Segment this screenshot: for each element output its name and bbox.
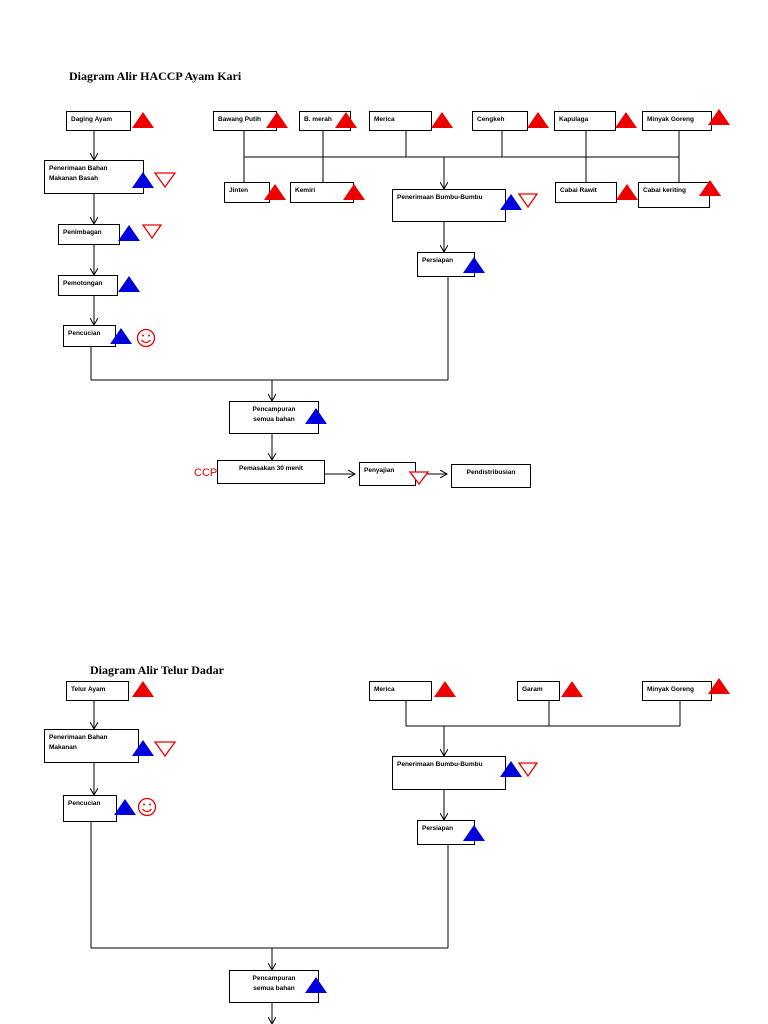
red-triangle-icon [266, 112, 288, 128]
node-cengkeh: Cengkeh [472, 111, 528, 131]
red-triangle-icon [561, 681, 583, 697]
node-merica-2: Merica [369, 681, 432, 701]
red-down-triangle-icon [517, 193, 539, 209]
ccp-label: CCP [194, 467, 218, 479]
blue-triangle-icon [114, 799, 136, 815]
node-pemotongan: Pemotongan [58, 275, 118, 296]
red-down-triangle-icon [408, 471, 430, 486]
smiley-icon [136, 328, 156, 348]
node-bawang-putih: Bawang Putih [213, 111, 277, 131]
red-triangle-icon [335, 112, 357, 128]
node-merica: Merica [369, 111, 432, 131]
smiley-icon [137, 797, 157, 817]
red-down-triangle-icon [517, 762, 539, 778]
blue-triangle-icon [305, 408, 327, 424]
red-triangle-icon [527, 112, 549, 128]
red-triangle-icon [708, 109, 730, 125]
node-kemiri: Kemiri [290, 182, 354, 203]
node-garam: Garam [517, 681, 560, 701]
blue-triangle-icon [110, 328, 132, 344]
red-down-triangle-icon [153, 172, 177, 189]
node-penerimaan-bumbu-2: Penerimaan Bumbu-Bumbu [392, 756, 506, 790]
blue-triangle-icon [463, 825, 485, 841]
red-triangle-icon [343, 184, 365, 200]
blue-triangle-icon [132, 172, 154, 188]
blue-triangle-icon [305, 977, 327, 993]
red-triangle-icon [431, 112, 453, 128]
red-triangle-icon [132, 681, 154, 697]
blue-triangle-icon [118, 225, 140, 241]
node-kapulaga: Kapulaga [554, 111, 616, 131]
red-triangle-icon [708, 678, 730, 694]
node-penimbangan: Penimbagan [58, 224, 120, 245]
red-triangle-icon [615, 112, 637, 128]
node-cabai-rawit: Cabai Rawit [555, 182, 617, 203]
node-penerimaan-bumbu: Penerimaan Bumbu-Bumbu [392, 189, 506, 222]
node-telur-ayam: Telur Ayam [66, 681, 129, 701]
red-triangle-icon [132, 112, 154, 128]
diagram1-title: Diagram Alir HACCP Ayam Kari [69, 69, 242, 83]
blue-triangle-icon [132, 740, 154, 756]
red-triangle-icon [616, 184, 638, 200]
red-triangle-icon [434, 681, 456, 697]
node-cabai-keriting: Cabai keriting [638, 182, 710, 208]
blue-triangle-icon [500, 194, 522, 210]
node-pencucian-2: Pencucian [63, 795, 117, 822]
blue-triangle-icon [463, 257, 485, 273]
node-minyak-goreng: Minyak Goreng [642, 111, 712, 131]
diagram2-title: Diagram Alir Telur Dadar [90, 663, 224, 677]
red-down-triangle-icon [153, 741, 177, 758]
node-pemasakan: Pemasakan 30 menit [217, 460, 325, 484]
red-down-triangle-icon [141, 224, 163, 240]
red-triangle-icon [699, 180, 721, 196]
blue-triangle-icon [500, 761, 522, 777]
node-pendistribusian: Pendistribusian [451, 464, 531, 488]
red-triangle-icon [264, 184, 286, 200]
node-daging-ayam: Daging Ayam [66, 111, 131, 131]
blue-triangle-icon [118, 276, 140, 292]
